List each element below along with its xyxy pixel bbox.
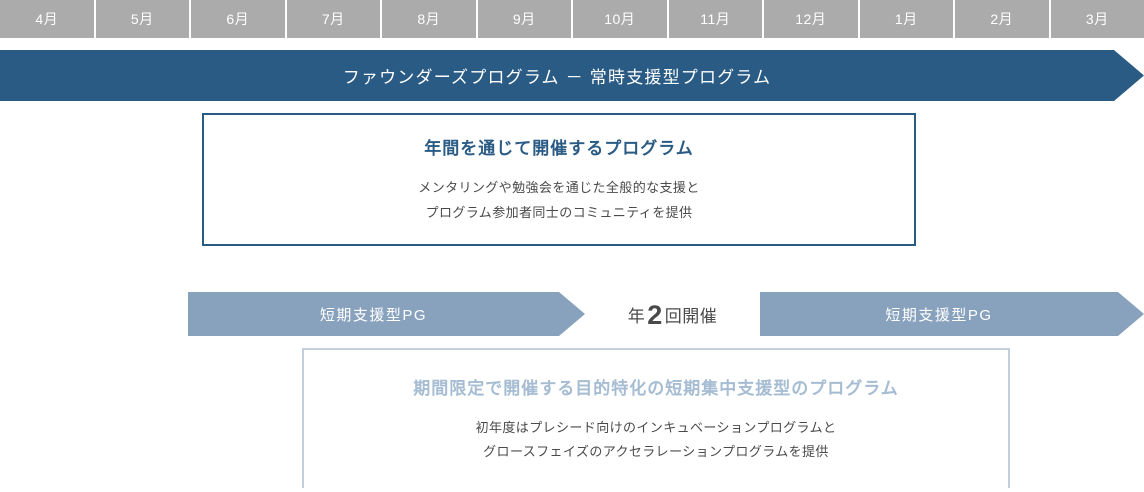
short-term-pg-arrow-right: 短期支援型PG [760, 292, 1144, 336]
month-cell-1: 4月 [0, 0, 96, 38]
short-term-pg-arrow-left-label: 短期支援型PG [319, 306, 428, 324]
month-cell-3: 6月 [191, 0, 287, 38]
short-term-pg-arrow-left: 短期支援型PG [188, 292, 585, 336]
short-term-program-box: 期間限定で開催する目的特化の短期集中支援型のプログラム 初年度はプレシード向けの… [302, 348, 1010, 488]
short-term-program-body-line-2: グロースフェイズのアクセラレーションプログラムを提供 [483, 444, 829, 459]
founders-program-banner-label: ファウンダーズプログラム － 常時支援型プログラム [342, 68, 772, 87]
month-cell-5: 8月 [382, 0, 478, 38]
month-cell-12: 3月 [1050, 0, 1144, 38]
month-cell-6: 9月 [477, 0, 573, 38]
short-term-program-body-line-1: 初年度はプレシード向けのインキュベーションプログラムと [475, 419, 837, 435]
founders-program-banner: ファウンダーズプログラム － 常時支援型プログラム [0, 50, 1144, 101]
month-cell-8: 11月 [668, 0, 764, 38]
frequency-count: 2 [647, 299, 663, 330]
annual-program-body-line-1: メンタリングや勉強会を通じた全般的な支援と [418, 180, 700, 196]
month-timeline-header: 4月 5月 6月 7月 8月 9月 10月 11月 12月 1月 2月 3月 [0, 0, 1144, 38]
month-cell-9: 12月 [764, 0, 860, 38]
month-cell-4: 7月 [286, 0, 382, 38]
month-cell-10: 1月 [859, 0, 955, 38]
short-term-program-title: 期間限定で開催する目的特化の短期集中支援型のプログラム [413, 378, 899, 398]
annual-program-title: 年間を通じて開催するプログラム [424, 139, 694, 159]
month-cell-7: 10月 [573, 0, 669, 38]
frequency-prefix: 年 [627, 306, 646, 326]
month-cell-11: 2月 [955, 0, 1051, 38]
short-term-pg-arrow-right-label: 短期支援型PG [885, 306, 993, 324]
annual-program-box: 年間を通じて開催するプログラム メンタリングや勉強会を通じた全般的な支援と プロ… [202, 113, 916, 246]
frequency-suffix: 回開催 [664, 306, 718, 326]
month-cell-2: 5月 [95, 0, 191, 38]
annual-program-body-line-2: プログラム参加者同士のコミュニティを提供 [425, 204, 693, 220]
